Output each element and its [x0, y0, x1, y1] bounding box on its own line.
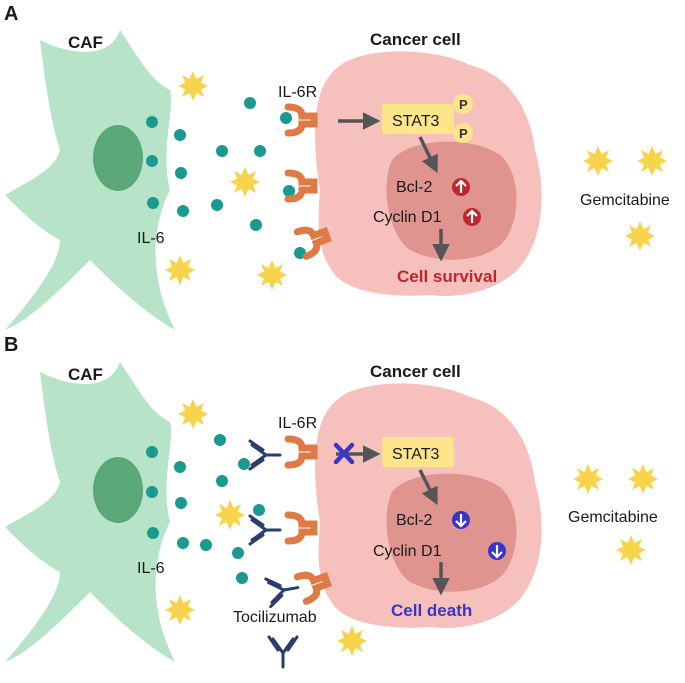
cyclin-label: Cyclin D1	[373, 543, 442, 560]
il6-label: IL-6	[137, 230, 165, 247]
phospho-label: P	[459, 126, 468, 141]
stat3-label: STAT3	[392, 113, 440, 130]
phospho-circle	[453, 94, 473, 114]
il6-label: IL-6	[137, 560, 165, 577]
il6r-receptor	[288, 107, 314, 133]
stat3-box	[382, 104, 454, 134]
caf-cell	[5, 362, 175, 662]
nucleus-arrow	[418, 136, 438, 174]
phospho-label: P	[459, 97, 468, 112]
cancer-cell-label: Cancer cell	[370, 362, 461, 381]
gemcitabine-star	[215, 500, 245, 530]
il6r-receptor	[288, 515, 314, 541]
panel-b: B CAF Cancer cell IL-6 IL	[4, 334, 658, 669]
panel-letter-a: A	[4, 3, 18, 25]
gemcitabine-star	[628, 464, 658, 494]
gemcitabine-star	[165, 595, 195, 625]
il6-dots	[146, 97, 306, 259]
gemcitabine-star	[178, 399, 208, 429]
gemcitabine-star	[178, 71, 208, 101]
cyclin-label: Cyclin D1	[373, 209, 442, 226]
gemcitabine-star	[625, 221, 655, 251]
gemcitabine-label: Gemcitabine	[580, 192, 670, 209]
gemcitabine-star	[573, 464, 603, 494]
phospho-circle	[453, 123, 473, 143]
caf-nucleus	[93, 457, 143, 523]
tocilizumab-antibody	[248, 439, 282, 471]
il6r-label: IL-6R	[278, 84, 317, 101]
down-regulation-icon	[488, 542, 506, 560]
outcome-label: Cell death	[391, 601, 472, 620]
gemcitabine-star	[337, 626, 367, 656]
up-regulation-icon	[463, 208, 481, 226]
gemcitabine-star	[583, 146, 613, 176]
antibody-label: Tocilizumab	[233, 609, 317, 626]
blue-x-icon	[333, 442, 355, 465]
caf-label: CAF	[68, 33, 103, 52]
gemcitabine-star	[230, 167, 260, 197]
stat3-box	[382, 437, 454, 467]
tocilizumab-antibody	[248, 514, 282, 546]
panel-a: A CAF Cancer cell IL-6 IL	[4, 3, 670, 330]
il6r-receptor	[288, 439, 314, 465]
panel-letter-b: B	[4, 334, 18, 356]
gemcitabine-star	[165, 255, 195, 285]
gemcitabine-star	[616, 535, 646, 565]
stat3-label: STAT3	[392, 446, 440, 463]
bcl2-label: Bcl-2	[396, 179, 433, 196]
il6-dots	[146, 434, 265, 584]
nucleus-arrow	[418, 469, 438, 506]
cancer-nucleus	[386, 473, 517, 592]
il6r-label: IL-6R	[278, 415, 317, 432]
caf-cell	[5, 30, 175, 330]
il6r-receptor	[297, 568, 330, 601]
gemcitabine-star	[637, 146, 667, 176]
gemcitabine-label: Gemcitabine	[568, 509, 658, 526]
caf-nucleus	[93, 125, 143, 191]
up-regulation-icon	[452, 178, 470, 196]
cancer-cell-label: Cancer cell	[370, 30, 461, 49]
bcl2-label: Bcl-2	[396, 512, 433, 529]
gemcitabine-star	[257, 260, 287, 290]
cancer-nucleus	[386, 141, 517, 260]
outcome-label: Cell survival	[397, 267, 497, 286]
down-regulation-icon	[452, 511, 470, 529]
tocilizumab-antibody	[267, 635, 299, 669]
caf-label: CAF	[68, 365, 103, 384]
